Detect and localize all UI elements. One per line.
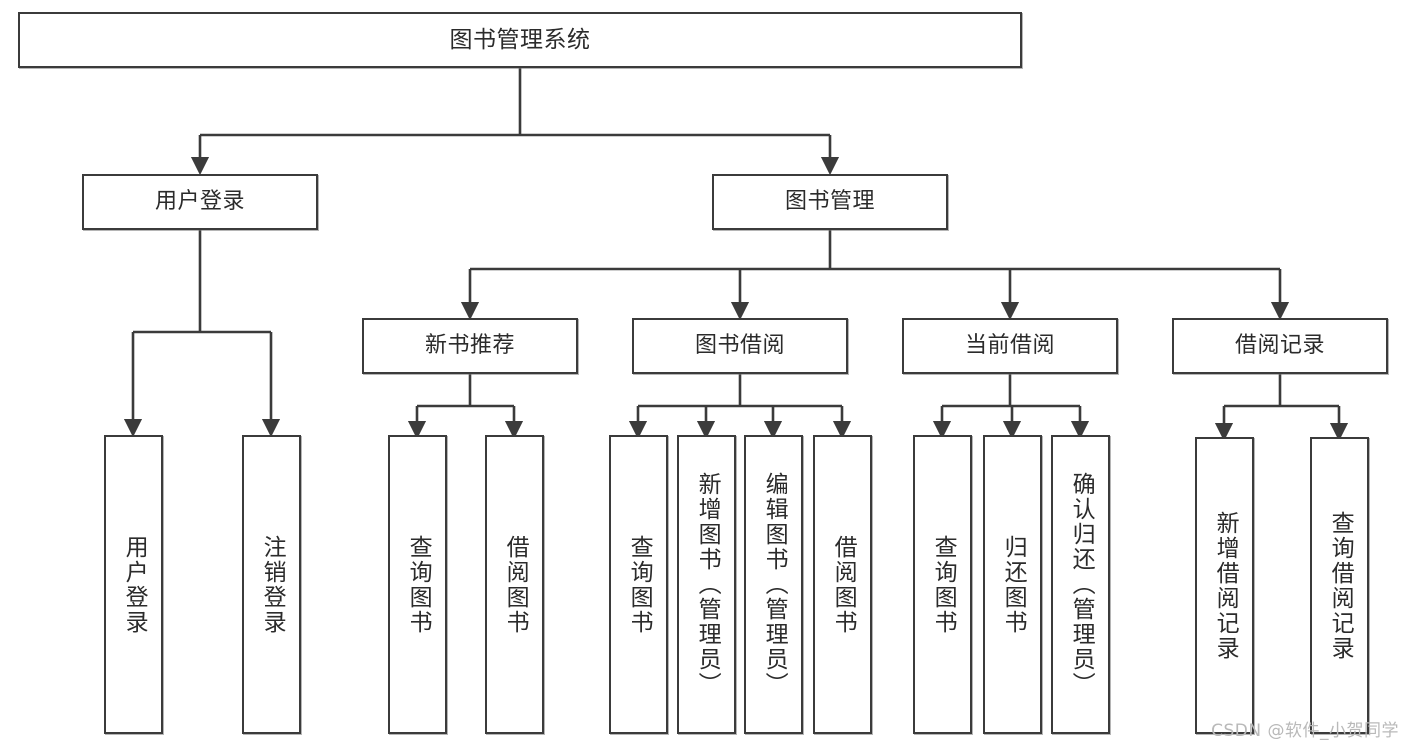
leaf-user-login-login[interactable]: 用户登录 bbox=[104, 435, 163, 734]
node-label: 用户登录 bbox=[154, 189, 245, 215]
node-label: 借阅图书 bbox=[502, 534, 529, 635]
node-label: 当前借阅 bbox=[964, 333, 1055, 359]
node-label: 查询借阅记录 bbox=[1327, 510, 1354, 661]
node-label: 图书借阅 bbox=[694, 333, 785, 359]
node-label: 编辑图书（管理员） bbox=[761, 472, 788, 697]
node-label: 查询图书 bbox=[405, 534, 432, 635]
leaf-record-query-record[interactable]: 查询借阅记录 bbox=[1310, 437, 1369, 734]
node-current-borrow[interactable]: 当前借阅 bbox=[902, 318, 1118, 374]
node-user-login[interactable]: 用户登录 bbox=[82, 174, 318, 230]
leaf-borrow-query-book[interactable]: 查询图书 bbox=[609, 435, 668, 734]
leaf-borrow-add-book-admin[interactable]: 新增图书（管理员） bbox=[677, 435, 736, 734]
leaf-borrow-edit-book-admin[interactable]: 编辑图书（管理员） bbox=[744, 435, 803, 734]
node-label: 新书推荐 bbox=[424, 333, 515, 359]
node-label: 新增借阅记录 bbox=[1212, 510, 1239, 661]
watermark-text: CSDN @软件_小贺同学 bbox=[1211, 721, 1399, 741]
leaf-current-query-book[interactable]: 查询图书 bbox=[913, 435, 972, 734]
node-label: 图书管理 bbox=[784, 189, 875, 215]
node-borrow-record[interactable]: 借阅记录 bbox=[1172, 318, 1388, 374]
node-label: 借阅记录 bbox=[1234, 333, 1325, 359]
leaf-recommend-borrow-book[interactable]: 借阅图书 bbox=[485, 435, 544, 734]
node-book-borrow[interactable]: 图书借阅 bbox=[632, 318, 848, 374]
node-label: 查询图书 bbox=[930, 534, 957, 635]
node-label: 借阅图书 bbox=[830, 534, 857, 635]
node-label: 注销登录 bbox=[259, 534, 286, 635]
node-label: 新增图书（管理员） bbox=[694, 472, 721, 697]
leaf-record-add-record[interactable]: 新增借阅记录 bbox=[1195, 437, 1254, 734]
leaf-recommend-query-book[interactable]: 查询图书 bbox=[388, 435, 447, 734]
leaf-current-return-book[interactable]: 归还图书 bbox=[983, 435, 1042, 734]
node-label: 图书管理系统 bbox=[449, 26, 591, 53]
leaf-user-login-logout[interactable]: 注销登录 bbox=[242, 435, 301, 734]
leaf-borrow-borrow-book[interactable]: 借阅图书 bbox=[813, 435, 872, 734]
node-label: 查询图书 bbox=[626, 534, 653, 635]
node-label: 归还图书 bbox=[1000, 534, 1027, 635]
node-label: 确认归还（管理员） bbox=[1068, 472, 1095, 697]
leaf-current-confirm-return-admin[interactable]: 确认归还（管理员） bbox=[1051, 435, 1110, 734]
node-label: 用户登录 bbox=[121, 534, 148, 635]
node-new-book-recommend[interactable]: 新书推荐 bbox=[362, 318, 578, 374]
node-root-system[interactable]: 图书管理系统 bbox=[18, 12, 1022, 68]
node-book-management[interactable]: 图书管理 bbox=[712, 174, 948, 230]
